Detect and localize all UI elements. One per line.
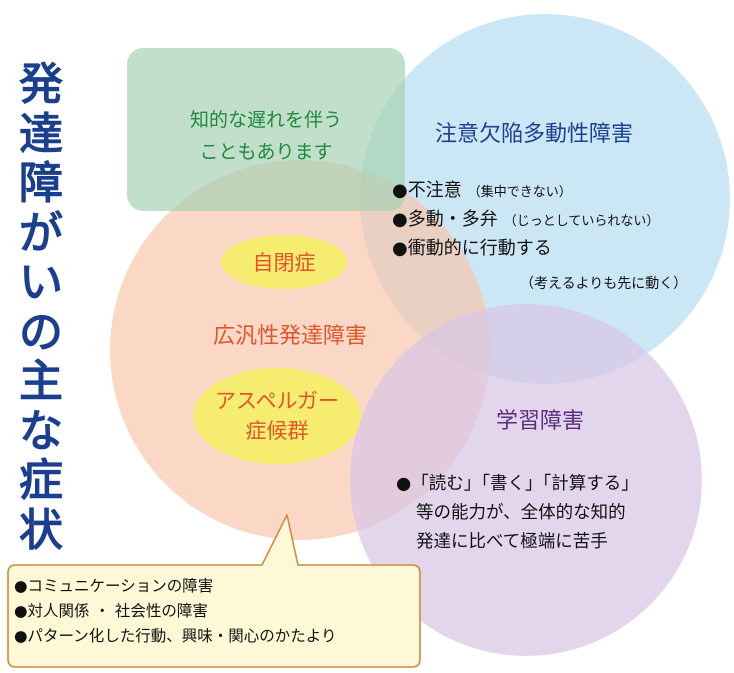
page-title-char: が	[19, 207, 63, 259]
autism-oval: 自閉症	[221, 235, 347, 289]
page-title-char: 主	[19, 356, 63, 407]
adhd-item-main: ●多動・多弁	[392, 209, 498, 230]
adhd-item-note: （集中できない）	[467, 185, 572, 200]
intellectual-delay-box	[127, 48, 405, 211]
page-title-char: 状	[19, 504, 63, 556]
ld-line: 発達に比べて極端に苦手	[416, 532, 608, 552]
page-title-char: な	[19, 405, 63, 457]
learning-disability-description: ●「読む」「書く」「計算する」 等の能力が、全体的な知的 発達に比べて極端に苦手	[396, 470, 639, 557]
page-title-char: 障	[19, 158, 63, 209]
learning-disability-title: 学習障害	[495, 409, 584, 434]
pdd-title: 広汎性発達障害	[212, 324, 367, 349]
adhd-item-subnote: （考えるよりも先に動く）	[520, 276, 688, 292]
page-title-char: い	[19, 257, 63, 308]
asperger-label-line2: 症候群	[245, 419, 309, 443]
page-title-char: 達	[19, 108, 63, 160]
callout-item: ●対人関係 ・ 社会性の障害	[14, 602, 208, 620]
page-title-char: 発	[19, 59, 63, 110]
ld-line: ●「読む」「書く」「計算する」	[396, 474, 639, 494]
adhd-item-main: ●不注意	[392, 180, 462, 201]
adhd-item: ●多動・多弁 （じっとしていられない）	[392, 206, 659, 235]
page-title-char: の	[19, 306, 63, 358]
adhd-item: ●衝動的に行動する	[392, 235, 659, 262]
intellectual-delay-label: 知的な遅れを伴う こともあります	[127, 104, 405, 168]
ld-line: 等の能力が、全体的な知的	[416, 503, 626, 523]
callout-item: ●パターン化した行動、興味・関心のかたより	[14, 627, 337, 645]
adhd-item-note: （じっとしていられない）	[503, 214, 660, 229]
pdd-callout-text: ●コミュニケーションの障害 ●対人関係 ・ 社会性の障害 ●パターン化した行動、…	[14, 574, 336, 649]
autism-label: 自閉症	[252, 251, 316, 275]
asperger-label-line1: アスペルガー	[215, 389, 339, 413]
intellectual-delay-line2: こともあります	[199, 141, 333, 163]
adhd-item: ●不注意 （集中できない）	[392, 177, 659, 206]
callout-shape	[7, 514, 421, 668]
page-title-char: 症	[19, 455, 63, 506]
page-title: 発達障がいの主な症状	[6, 60, 76, 555]
callout-item: ●コミュニケーションの障害	[14, 577, 214, 595]
adhd-title: 注意欠陥多動性障害	[434, 122, 633, 147]
intellectual-delay-line1: 知的な遅れを伴う	[189, 109, 342, 131]
asperger-oval: アスペルガー 症候群	[193, 368, 361, 464]
adhd-item-main: ●衝動的に行動する	[392, 238, 552, 259]
adhd-symptom-list: ●不注意 （集中できない） ●多動・多弁 （じっとしていられない） ●衝動的に行動す…	[392, 177, 659, 262]
